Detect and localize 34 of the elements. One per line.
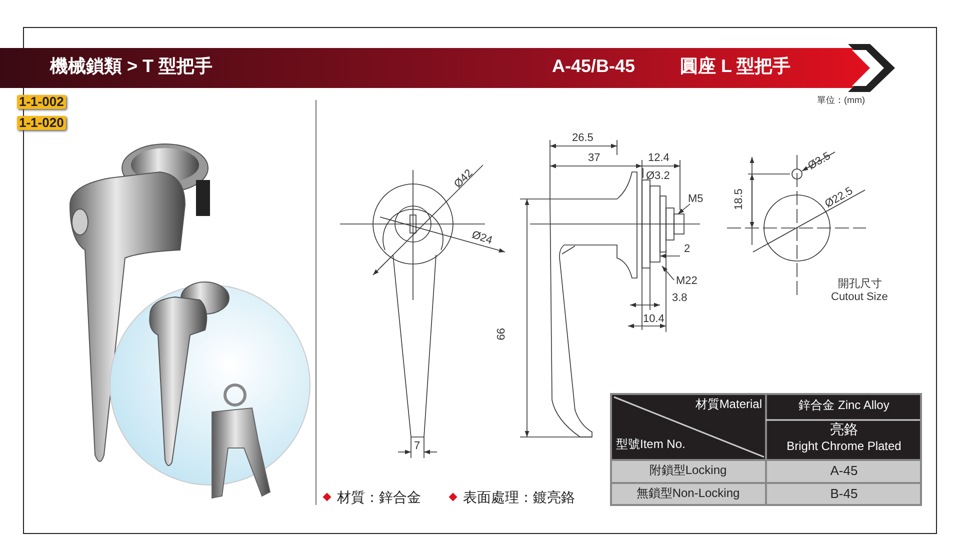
dimension-label: 7 [414,440,420,452]
dimension-label: Ø3.5 [806,150,833,172]
dimension-label: 37 [588,152,600,164]
table-header: Bright Chrome Plated [786,440,902,454]
table-header: 鋅合金 Zinc Alloy [798,399,890,412]
dimension-label: 18.5 [733,188,746,210]
dimension-label: 12.4 [648,152,670,164]
code-badge: 1-1-002 [17,95,66,110]
cutout-caption: 開孔尺寸 [838,278,882,290]
dimension-label: M22 [676,275,698,288]
dimension-label: 2 [684,243,690,256]
spec-note: 表面處理：鍍亮鉻 [463,490,575,506]
header-title: 機械鎖類 > T 型把手 [50,57,213,77]
dimension-label: 10.4 [643,313,664,326]
table-header: 亮鉻 [829,422,859,438]
dimension-label: Ø24 [470,229,494,247]
table-header: 材質Material [694,398,762,412]
table-cell-text: 無鎖型Non-Locking [635,487,741,500]
code-badge: 1-1-020 [17,116,66,130]
table-header: 型號Item No. [616,438,686,452]
table-cell-text: A-45 [829,464,859,478]
dimension-label: 3.8 [672,292,688,304]
dimension-label: M5 [688,193,704,206]
dimension-label: 99 [494,328,506,340]
dimension-label: 26.5 [572,132,594,144]
unit-note: 單位：(mm) [817,96,865,106]
cutout-caption: Cutout Size [831,291,888,304]
product-title: 圓座 L 型把手 [680,57,791,77]
table-cell-text: 附鎖型Locking [648,464,728,478]
spec-note: 材質：鋅合金 [337,490,421,506]
dimension-label: Ø3.2 [646,170,670,182]
model-title: A-45/B-45 [552,57,636,77]
dimension-label: Ø42 [452,167,476,191]
table-cell-text: B-45 [829,487,859,502]
